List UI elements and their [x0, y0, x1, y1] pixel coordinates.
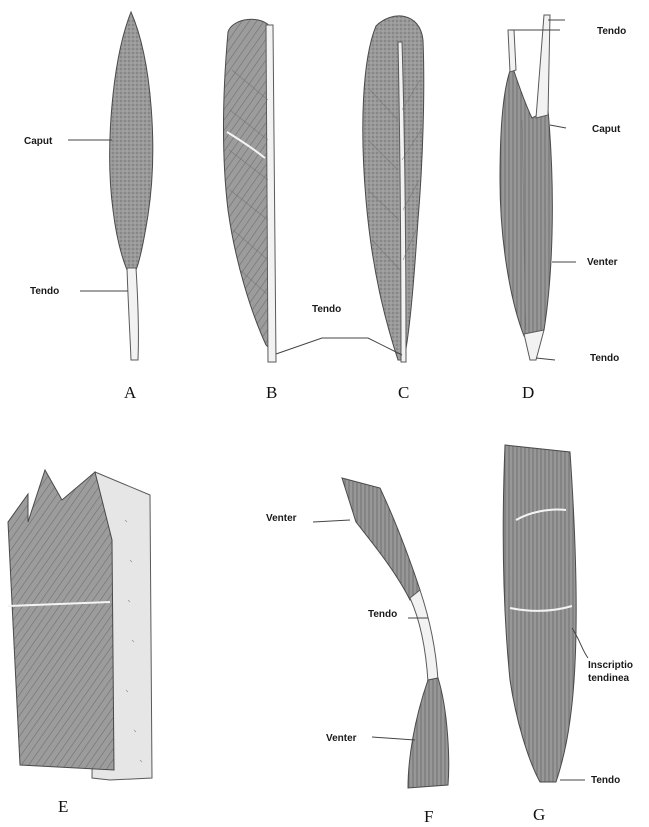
tendon — [127, 268, 138, 360]
lead-line — [510, 20, 565, 30]
lead-line — [276, 338, 402, 355]
tendo-label: Tendo — [368, 609, 397, 620]
lead-line — [372, 737, 415, 740]
figure-letter: C — [398, 383, 409, 402]
intermediate-tendon — [410, 590, 438, 682]
tendo-label: Tendo — [591, 775, 620, 786]
tendo-top-label: Tendo — [597, 26, 626, 37]
venter-lower-label: Venter — [326, 733, 357, 744]
origin-tendon-1 — [508, 30, 516, 72]
lead-line — [536, 358, 555, 360]
figure-e: E — [8, 470, 152, 816]
lead-line — [550, 125, 566, 128]
tendo-bottom-label: Tendo — [590, 353, 619, 364]
bc-tendon-callout: Tendo — [276, 304, 402, 355]
tendon — [266, 25, 276, 362]
muscle-belly — [8, 470, 114, 770]
figure-letter: E — [58, 797, 68, 816]
venter-label: Venter — [587, 257, 618, 268]
muscle-belly — [503, 445, 576, 782]
figure-b: B — [224, 19, 278, 402]
figure-f: Venter Tendo Venter F — [266, 478, 449, 826]
figure-letter: A — [124, 383, 137, 402]
venter-upper-label: Venter — [266, 513, 297, 524]
figure-letter: D — [522, 383, 534, 402]
lead-line — [313, 520, 350, 522]
figure-a: Caput Tendo A — [24, 12, 153, 402]
inscriptio-label-line1: Inscriptio — [588, 660, 633, 671]
upper-belly — [342, 478, 420, 600]
bc-tendo-label: Tendo — [312, 304, 341, 315]
muscle-belly — [110, 12, 153, 270]
figure-letter: G — [533, 805, 545, 824]
caput-label: Caput — [592, 124, 621, 135]
figure-letter: F — [424, 807, 433, 826]
figure-c: C — [363, 16, 424, 402]
muscle-belly — [224, 19, 272, 350]
figure-d: Tendo Caput Venter Tendo D — [500, 15, 626, 402]
lower-belly — [408, 678, 449, 788]
tendo-label: Tendo — [30, 286, 59, 297]
figure-letter: B — [266, 383, 277, 402]
figure-g: Inscriptio tendinea Tendo G — [503, 445, 633, 824]
inscriptio-label-line2: tendinea — [588, 673, 630, 684]
caput-label: Caput — [24, 136, 53, 147]
insertion-tendon — [524, 330, 544, 360]
